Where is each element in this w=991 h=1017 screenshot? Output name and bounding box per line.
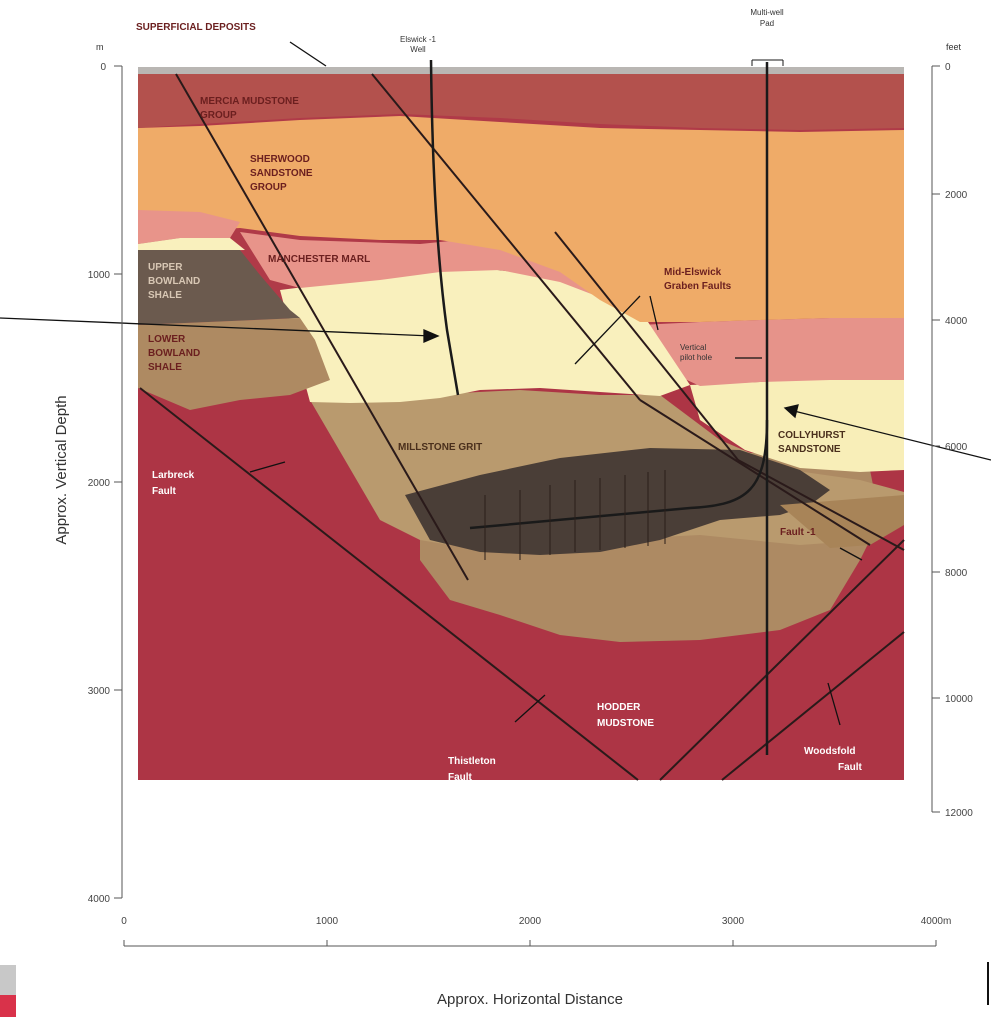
bottom-axis	[123, 940, 937, 947]
larbreck-label-1: Larbreck	[152, 470, 195, 481]
lower-bowland-label-1: LOWER	[148, 334, 186, 345]
mid-elswick-label-1: Mid-Elswick	[664, 267, 722, 278]
graben-fault-3	[554, 231, 739, 461]
upper-bowland-label-3: SHALE	[148, 290, 182, 301]
collyhurst-layer	[690, 378, 904, 472]
left-tick-2000: 2000	[88, 478, 111, 489]
y-axis-label: Approx. Vertical Depth	[53, 395, 70, 544]
woodsfold-arrow	[827, 682, 841, 726]
sherwood-label-3: GROUP	[250, 182, 287, 193]
pink-band-right	[640, 318, 904, 386]
manchester-marl-layer	[240, 232, 660, 320]
mid-elswick-label-2: Graben Faults	[664, 281, 732, 292]
woodsfold-label-2: Fault	[838, 762, 863, 773]
superficial-label: SUPERFICIAL DEPOSITS	[136, 22, 256, 33]
multi-well-horizontal	[469, 419, 769, 530]
woodsfold-fault-line	[659, 539, 905, 781]
hodder-label-1: HODDER	[597, 702, 641, 713]
graben-fault-1	[371, 73, 641, 401]
right-tick-6000: 6000	[945, 442, 968, 453]
lower-bowland-label-2: BOWLAND	[148, 348, 200, 359]
fracture-marks	[484, 470, 666, 560]
bottom-tick-4000: 4000m	[921, 916, 952, 927]
fault1-arrow	[839, 547, 863, 561]
left-yellow-band	[138, 238, 245, 252]
elswick-well-label-1: Elswick -1	[400, 35, 437, 44]
thistleton-fault-line	[139, 387, 639, 781]
right-axis	[931, 65, 940, 813]
upper-bowland-label-2: BOWLAND	[148, 276, 200, 287]
corner-logo-fragment	[0, 965, 16, 995]
graben-fault-2	[639, 399, 871, 546]
woodsfold-fault-line-2	[721, 631, 905, 781]
hodder-label-2: MUDSTONE	[597, 718, 654, 729]
bottom-tick-2000: 2000	[519, 916, 542, 927]
woodsfold-label-1: Woodsfold	[804, 746, 855, 757]
graben-arrow-2	[649, 295, 659, 331]
x-axis-label: Approx. Horizontal Distance	[437, 991, 623, 1008]
right-axis-unit: feet	[946, 42, 962, 52]
bottom-tick-1000: 1000	[316, 916, 339, 927]
left-tick-1000: 1000	[88, 270, 111, 281]
right-tick-0: 0	[945, 62, 951, 73]
right-pointer-arrowhead	[783, 404, 799, 419]
thistleton-arrow	[514, 694, 546, 723]
upper-bowland-shale	[138, 250, 300, 325]
collyhurst-label-2: SANDSTONE	[778, 444, 841, 455]
corner-logo-fragment-red	[0, 995, 16, 1017]
thistleton-label-1: Thistleton	[448, 756, 496, 767]
right-tick-10000: 10000	[945, 694, 973, 705]
sherwood-label-1: SHERWOOD	[250, 154, 310, 165]
superficial-arrow	[289, 41, 327, 67]
bottom-tick-3000: 3000	[722, 916, 745, 927]
graben-arrow-1	[574, 295, 641, 365]
vertical-pilot-label-2: pilot hole	[680, 353, 713, 362]
right-pointer-arrow	[789, 409, 991, 461]
vertical-pilot-label-1: Vertical	[680, 343, 706, 352]
central-yellow-sandstone	[280, 268, 690, 403]
fault-1-line	[737, 459, 905, 551]
thistleton-label-2: Fault	[448, 772, 473, 783]
larbreck-arrow	[249, 461, 286, 473]
left-axis-unit: m	[96, 42, 104, 52]
left-tick-0: 0	[100, 62, 106, 73]
larbreck-label-2: Fault	[152, 486, 177, 497]
millstone-label: MILLSTONE GRIT	[398, 442, 482, 453]
left-pink-band	[138, 210, 240, 244]
mercia-label-2: GROUP	[200, 110, 237, 121]
manchester-label: MANCHESTER MARL	[268, 254, 370, 265]
right-tick-12000: 12000	[945, 808, 973, 819]
right-tick-4000: 4000	[945, 316, 968, 327]
lower-bowland-shale	[138, 318, 330, 410]
elswick-well-label-2: Well	[410, 45, 426, 54]
right-tick-8000: 8000	[945, 568, 968, 579]
mercia-label-1: MERCIA MUDSTONE	[200, 96, 299, 107]
left-pointer-arrow	[0, 317, 433, 337]
multi-well-label-1: Multi-well	[750, 8, 784, 17]
fault-1-label: Fault -1	[780, 527, 816, 538]
left-tick-4000: 4000	[88, 894, 111, 905]
elswick-well-path	[429, 59, 460, 396]
left-tick-3000: 3000	[88, 686, 111, 697]
dark-shale-graben	[405, 448, 830, 555]
upper-bowland-label-1: UPPER	[148, 262, 183, 273]
larbreck-fault-line	[175, 73, 469, 581]
multi-well-label-2: Pad	[760, 19, 774, 28]
mercia-mudstone-layer	[138, 74, 904, 130]
collyhurst-label-1: COLLYHURST	[778, 430, 845, 441]
superficial-deposits-layer	[138, 67, 904, 74]
sherwood-label-2: SANDSTONE	[250, 168, 313, 179]
well-pad-marks	[751, 59, 784, 66]
fault-lines	[139, 73, 905, 781]
bottom-tick-0: 0	[121, 916, 127, 927]
left-pointer-arrowhead	[423, 329, 440, 343]
sherwood-sandstone-layer	[138, 116, 904, 322]
right-tick-2000: 2000	[945, 190, 968, 201]
left-axis	[114, 65, 123, 899]
lower-bowland-label-3: SHALE	[148, 362, 182, 373]
